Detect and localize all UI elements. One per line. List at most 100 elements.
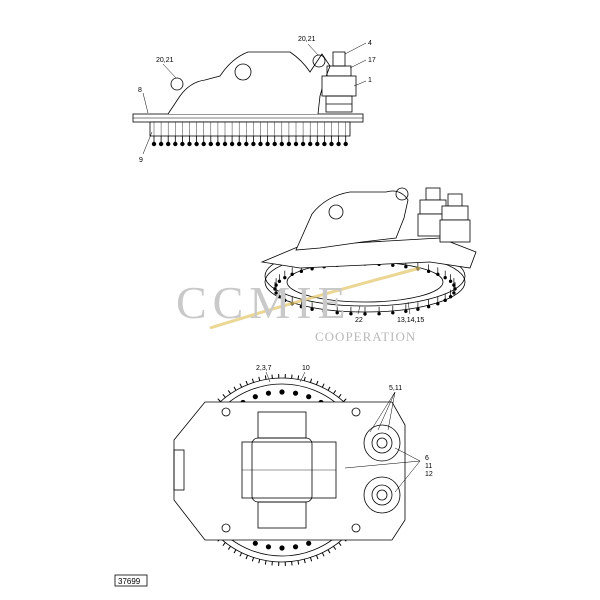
gear-tooth — [297, 560, 300, 565]
bolt-head — [222, 141, 228, 147]
pivot-hole — [170, 77, 184, 91]
watermark-swoosh — [209, 266, 421, 330]
gear-tooth — [245, 555, 248, 560]
ring-teeth — [153, 122, 346, 136]
bolt-head — [283, 298, 287, 303]
bolt-head — [277, 279, 282, 283]
bolt-head — [279, 545, 285, 551]
bolt-head — [265, 544, 272, 550]
bolt-head — [426, 269, 431, 274]
bolt-head — [299, 304, 304, 309]
bolt-head — [277, 295, 282, 299]
bolt-head — [310, 307, 314, 311]
bolt-head — [208, 141, 213, 147]
gear-tooth — [316, 380, 319, 385]
top-view — [173, 371, 421, 566]
bracket-outline — [167, 51, 331, 115]
gear-tooth — [233, 549, 237, 554]
bolt-head — [448, 279, 453, 283]
gear-tooth — [264, 560, 267, 565]
bolt-head — [293, 141, 299, 147]
bolt-head — [286, 141, 292, 147]
bolt-head — [279, 389, 285, 395]
gear-tooth — [333, 390, 337, 395]
gear-tooth — [309, 557, 313, 562]
bolt-head — [251, 141, 256, 147]
bolt-head — [404, 309, 408, 313]
bolt-head — [290, 272, 294, 277]
bolt-head — [279, 141, 284, 147]
bolt-head — [151, 141, 157, 147]
gear-tooth — [297, 375, 300, 380]
gear-tooth — [258, 559, 261, 564]
bolt-head — [274, 291, 278, 295]
callout-label: 9 — [139, 157, 143, 164]
callout-label: 13,14,15 — [397, 317, 424, 324]
gear-tooth — [251, 557, 255, 562]
bolt-head — [273, 287, 277, 291]
callout-label: 1 — [368, 77, 372, 84]
bolt-head — [322, 141, 327, 147]
bolt-head — [180, 141, 185, 147]
gear-tooth — [343, 398, 347, 402]
iso-plate — [260, 237, 477, 269]
callout-label: 12 — [425, 471, 433, 478]
bolt-head — [265, 390, 272, 396]
gear-tooth — [321, 552, 325, 557]
gear-tooth — [227, 545, 231, 550]
gear-tooth — [264, 375, 267, 380]
pivot-hole — [312, 54, 326, 68]
bolt-head — [187, 141, 192, 147]
gear-tooth — [321, 383, 325, 388]
gear-tooth — [258, 376, 261, 381]
callout-label: 6 — [425, 455, 429, 462]
bolt-head — [173, 141, 178, 147]
bolt-head — [236, 141, 242, 147]
iso-view-callouts: 22 13,14,15 — [355, 317, 424, 324]
bolt-head — [363, 312, 367, 316]
pivot-hole — [395, 187, 409, 201]
gear-tooth — [338, 394, 342, 398]
bolt-head — [265, 141, 270, 147]
bolt-head — [306, 394, 312, 400]
bolt-head — [283, 275, 287, 280]
gear-tooth — [333, 545, 337, 550]
bolt-head — [329, 141, 334, 147]
gear-tooth — [327, 386, 331, 391]
bolt-head — [426, 304, 431, 309]
bolt-head — [391, 263, 395, 267]
bolt-head — [274, 283, 278, 287]
bolt-head — [158, 141, 164, 147]
top-motor — [363, 476, 401, 514]
callout-label: 22 — [355, 317, 363, 324]
bolt-head — [391, 311, 395, 315]
bolt-head — [244, 141, 249, 147]
pivot-hole — [328, 204, 344, 220]
pivot-hole — [234, 63, 252, 81]
gear-tooth — [316, 555, 319, 560]
iso-motor — [439, 193, 471, 243]
bolt-head — [201, 141, 206, 147]
callout-label: 20,21 — [156, 57, 174, 64]
figure-id: 37699 — [118, 577, 141, 586]
gear-tooth — [239, 383, 243, 388]
bolt-head — [404, 265, 408, 269]
side-view — [132, 42, 367, 155]
bolt-head — [300, 141, 306, 147]
gear-tooth — [233, 386, 237, 391]
bolt-head — [436, 272, 440, 277]
bolt-head — [335, 311, 339, 315]
frame-tab — [173, 449, 185, 491]
callout-label: 10 — [302, 365, 310, 372]
gear-tooth — [309, 378, 313, 383]
bolt-head — [292, 544, 299, 550]
iso-bracket — [295, 190, 409, 251]
ring-bolts — [151, 136, 348, 147]
callout-label: 5,11 — [389, 385, 402, 392]
watermark: CCMIE COOPERATION — [176, 266, 421, 344]
bolt-head — [308, 141, 313, 147]
bolt-head — [215, 141, 221, 147]
motor-block — [321, 51, 357, 113]
gear-tooth — [222, 542, 226, 546]
